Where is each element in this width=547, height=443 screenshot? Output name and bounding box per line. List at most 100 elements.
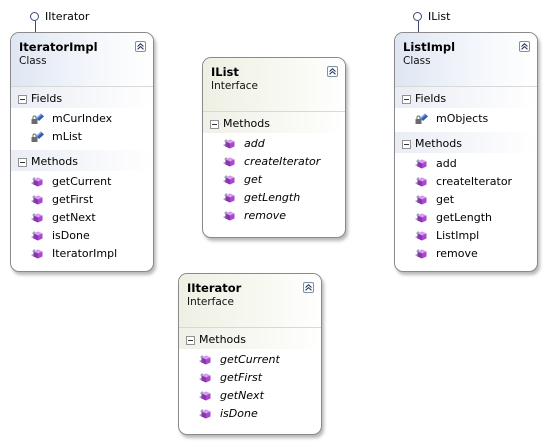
method-icon (223, 211, 235, 221)
method-item[interactable]: getLength (395, 209, 537, 227)
collapse-toggle-icon[interactable] (18, 157, 27, 167)
method-item[interactable]: getLength (203, 189, 345, 207)
method-item[interactable]: add (395, 155, 537, 173)
chevron-up-double-icon (329, 68, 336, 75)
method-item[interactable]: getNext (11, 209, 153, 227)
shape-header: IIterator Interface (179, 274, 321, 328)
method-item[interactable]: createIterator (203, 153, 345, 171)
methods-section-header[interactable]: Methods (395, 132, 537, 153)
collapse-toggle-icon[interactable] (402, 94, 411, 104)
shape-kind: Class (19, 55, 47, 67)
method-icon (415, 213, 427, 223)
method-icon (223, 157, 235, 167)
method-icon (31, 177, 43, 187)
fields-list: mObjects (395, 108, 537, 132)
shape-listimpl[interactable]: ListImpl Class Fields mObjects Methods a… (394, 32, 538, 272)
iiterator-lollipop: IIterator (30, 10, 90, 38)
method-item[interactable]: getCurrent (11, 173, 153, 191)
methods-section-header[interactable]: Methods (179, 328, 321, 349)
method-item[interactable]: get (203, 171, 345, 189)
shape-header: IteratorImpl Class (11, 33, 153, 87)
section-title: Fields (415, 92, 447, 105)
shape-iiterator[interactable]: IIterator Interface Methods getCurrent g… (178, 273, 322, 435)
section-title: Methods (199, 333, 246, 346)
field-item[interactable]: mList (11, 128, 153, 146)
method-item[interactable]: add (203, 135, 345, 153)
field-item[interactable]: mCurIndex (11, 110, 153, 128)
lollipop-label: IIterator (45, 10, 90, 23)
method-icon (199, 373, 211, 383)
methods-list: add createIterator get getLength remove (203, 133, 345, 229)
method-icon (31, 213, 43, 223)
method-item[interactable]: getFirst (11, 191, 153, 209)
collapse-shape-button[interactable] (327, 66, 338, 77)
shape-iteratorimpl[interactable]: IteratorImpl Class Fields mCurIndex mLis… (10, 32, 154, 272)
method-item[interactable]: createIterator (395, 173, 537, 191)
method-item[interactable]: isDone (179, 405, 321, 423)
section-title: Fields (31, 92, 63, 105)
method-item[interactable]: getFirst (179, 369, 321, 387)
methods-list: getCurrent getFirst getNext isDone Itera… (11, 171, 153, 267)
shape-kind: Interface (211, 80, 259, 92)
section-title: Methods (31, 155, 78, 168)
section-title: Methods (223, 117, 270, 130)
ilist-lollipop: IList (413, 10, 451, 38)
method-icon (415, 249, 427, 259)
shape-ilist[interactable]: IList Interface Methods add createIterat… (202, 57, 346, 238)
field-icon (31, 113, 44, 124)
field-item[interactable]: mObjects (395, 110, 537, 128)
methods-section-header[interactable]: Methods (11, 150, 153, 171)
method-icon (199, 355, 211, 365)
method-icon (415, 195, 427, 205)
shape-name: IIterator (187, 281, 242, 295)
fields-list: mCurIndex mList (11, 108, 153, 150)
method-item[interactable]: remove (203, 207, 345, 225)
collapse-toggle-icon[interactable] (186, 335, 195, 345)
method-icon (415, 231, 427, 241)
method-icon (199, 409, 211, 419)
shape-name: ListImpl (403, 40, 456, 54)
interface-circle-icon (413, 12, 422, 21)
methods-section-header[interactable]: Methods (203, 112, 345, 133)
collapse-toggle-icon[interactable] (18, 94, 27, 104)
method-item[interactable]: get (395, 191, 537, 209)
method-icon (31, 195, 43, 205)
chevron-up-double-icon (137, 43, 144, 50)
collapse-shape-button[interactable] (135, 41, 146, 52)
method-icon (223, 175, 235, 185)
method-icon (199, 391, 211, 401)
collapse-toggle-icon[interactable] (402, 139, 411, 149)
shape-kind: Class (403, 55, 431, 67)
section-title: Methods (415, 137, 462, 150)
lollipop-label: IList (428, 10, 451, 23)
method-item[interactable]: ListImpl (395, 227, 537, 245)
fields-section-header[interactable]: Fields (11, 87, 153, 108)
fields-section-header[interactable]: Fields (395, 87, 537, 108)
method-icon (415, 159, 427, 169)
collapse-toggle-icon[interactable] (210, 119, 219, 129)
method-icon (31, 249, 43, 259)
field-icon (415, 113, 428, 124)
shape-header: IList Interface (203, 58, 345, 112)
method-icon (223, 193, 235, 203)
method-icon (415, 177, 427, 187)
shape-name: IteratorImpl (19, 40, 98, 54)
shape-name: IList (211, 65, 239, 79)
interface-circle-icon (30, 12, 39, 21)
chevron-up-double-icon (305, 284, 312, 291)
collapse-shape-button[interactable] (519, 41, 530, 52)
methods-list: getCurrent getFirst getNext isDone (179, 349, 321, 427)
method-item[interactable]: getCurrent (179, 351, 321, 369)
shape-header: ListImpl Class (395, 33, 537, 87)
method-item[interactable]: getNext (179, 387, 321, 405)
shape-kind: Interface (187, 296, 235, 308)
collapse-shape-button[interactable] (303, 282, 314, 293)
methods-list: add createIterator get getLength ListImp… (395, 153, 537, 267)
method-item[interactable]: remove (395, 245, 537, 263)
method-icon (31, 231, 43, 241)
method-icon (223, 139, 235, 149)
field-icon (31, 131, 44, 142)
method-item[interactable]: IteratorImpl (11, 245, 153, 263)
method-item[interactable]: isDone (11, 227, 153, 245)
chevron-up-double-icon (521, 43, 528, 50)
